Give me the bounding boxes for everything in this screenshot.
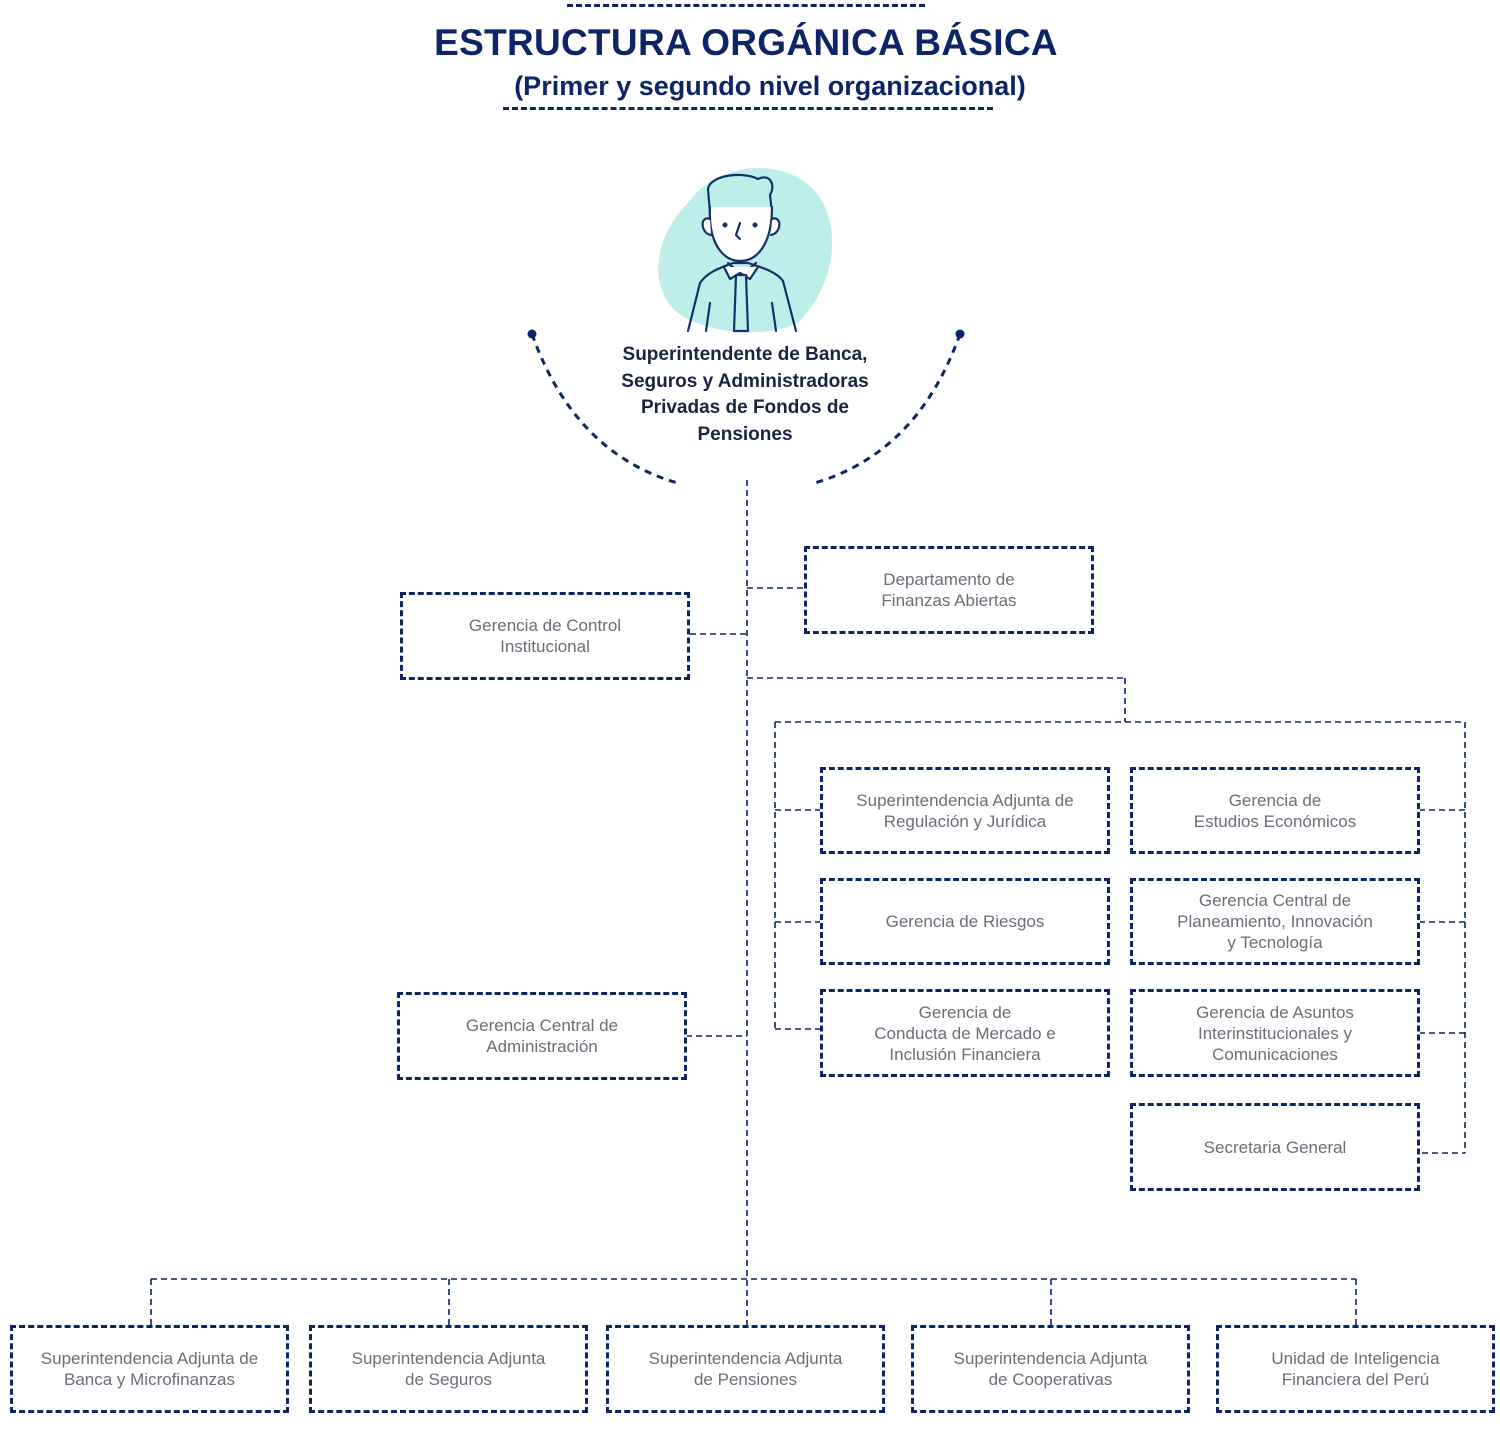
unit-label: Secretaria General — [1203, 1137, 1347, 1157]
unit-label: Gerencia Central de Administración — [465, 1016, 619, 1056]
unit-label: Departamento de Finanzas Abiertas — [881, 570, 1017, 610]
person-avatar-icon — [658, 168, 833, 333]
right-arc — [810, 333, 962, 486]
unit-label: Superintendencia Adjunta de Seguros — [351, 1349, 546, 1389]
unit-label: Gerencia de Estudios Económicos — [1193, 790, 1357, 831]
unit-inteligencia-financiera[interactable]: Unidad de Inteligencia Financiera del Pe… — [1216, 1325, 1495, 1413]
unit-asuntos-interinstitucionales[interactable]: Gerencia de Asuntos Interinstitucionales… — [1130, 989, 1420, 1077]
unit-label: Superintendencia Adjunta de Regulación y… — [856, 790, 1074, 831]
unit-pensiones[interactable]: Superintendencia Adjunta de Pensiones — [606, 1325, 885, 1413]
unit-label: Gerencia de Conducta de Mercado e Inclus… — [874, 1002, 1056, 1064]
unit-riesgos[interactable]: Gerencia de Riesgos — [820, 878, 1110, 965]
unit-planeamiento[interactable]: Gerencia Central de Planeamiento, Innova… — [1130, 878, 1420, 965]
unit-label: Gerencia Central de Planeamiento, Innova… — [1177, 891, 1373, 952]
left-arc — [530, 333, 682, 486]
unit-regulacion-juridica[interactable]: Superintendencia Adjunta de Regulación y… — [820, 767, 1110, 854]
page-subtitle: (Primer y segundo nivel organizacional) — [514, 71, 1026, 101]
unit-label: Gerencia de Riesgos — [885, 912, 1045, 931]
unit-label: Gerencia de Asuntos Interinstitucionales… — [1196, 1002, 1354, 1064]
unit-banca-microfinanzas[interactable]: Superintendencia Adjunta de Banca y Micr… — [10, 1325, 289, 1413]
superintendent-label: Superintendente de Banca, Seguros y Admi… — [621, 344, 869, 445]
unit-label: Superintendencia Adjunta de Cooperativas — [953, 1349, 1148, 1389]
unit-seguros[interactable]: Superintendencia Adjunta de Seguros — [309, 1325, 588, 1413]
unit-administracion[interactable]: Gerencia Central de Administración — [397, 992, 687, 1080]
unit-label: Superintendencia Adjunta de Banca y Micr… — [40, 1349, 259, 1389]
unit-cooperativas[interactable]: Superintendencia Adjunta de Cooperativas — [911, 1325, 1190, 1413]
unit-label: Superintendencia Adjunta de Pensiones — [648, 1349, 843, 1389]
unit-estudios-economicos[interactable]: Gerencia de Estudios Económicos — [1130, 767, 1420, 854]
left-arc-dot — [527, 329, 537, 339]
subtitle-bottom-divider — [503, 107, 993, 110]
unit-label: Unidad de Inteligencia Financiera del Pe… — [1271, 1349, 1440, 1389]
title-top-divider — [567, 4, 925, 7]
unit-conducta-mercado[interactable]: Gerencia de Conducta de Mercado e Inclus… — [820, 989, 1110, 1077]
unit-control-institucional[interactable]: Gerencia de Control Institucional — [400, 592, 690, 680]
right-arc-dot — [955, 329, 965, 339]
unit-finanzas-abiertas[interactable]: Departamento de Finanzas Abiertas — [804, 546, 1094, 634]
unit-secretaria-general[interactable]: Secretaria General — [1130, 1103, 1420, 1191]
page-title: ESTRUCTURA ORGÁNICA BÁSICA — [434, 22, 1058, 63]
unit-label: Gerencia de Control Institucional — [468, 616, 622, 656]
